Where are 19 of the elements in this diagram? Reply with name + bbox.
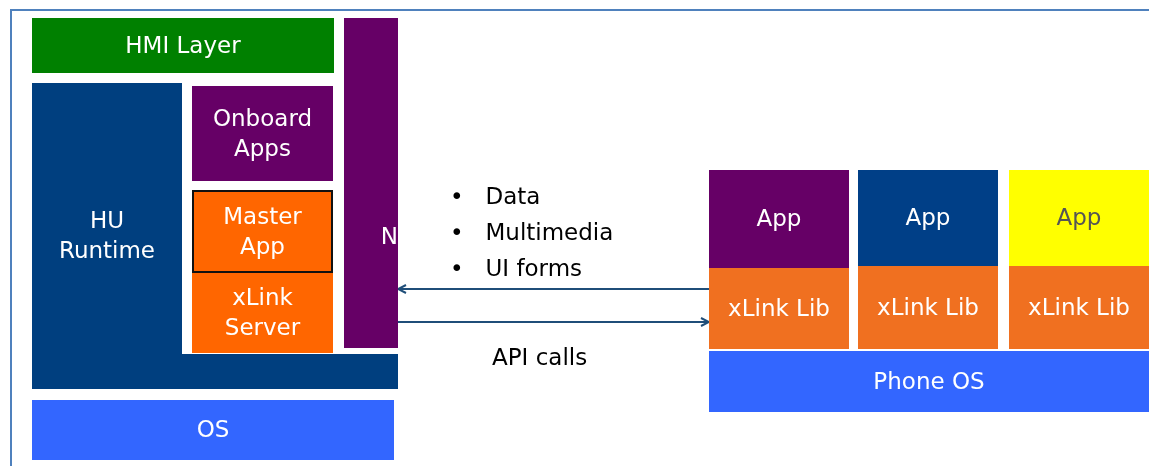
bullet-item: • UI forms (450, 254, 584, 283)
layer-box: HMI Layer (32, 18, 334, 73)
app-box: App (709, 170, 849, 268)
layer-box: OS (32, 400, 394, 460)
component-box: xLink Server (192, 273, 333, 353)
bullet-item: • Data (450, 182, 542, 211)
library-box: xLink Lib (1009, 266, 1149, 349)
layer-box: Phone OS (709, 351, 1149, 412)
library-box: xLink Lib (709, 268, 849, 349)
app-box: App (1009, 170, 1149, 266)
arrow (397, 317, 710, 327)
component-box: Onboard Apps (192, 86, 333, 181)
app-box: App (858, 170, 998, 266)
block-label: HU Runtime (57, 206, 157, 265)
bullet-item: • Multimedia (450, 218, 614, 247)
library-box: xLink Lib (858, 266, 998, 349)
component-box: Master App (192, 190, 333, 273)
arrow (397, 284, 710, 294)
side-panel: N (344, 18, 398, 348)
